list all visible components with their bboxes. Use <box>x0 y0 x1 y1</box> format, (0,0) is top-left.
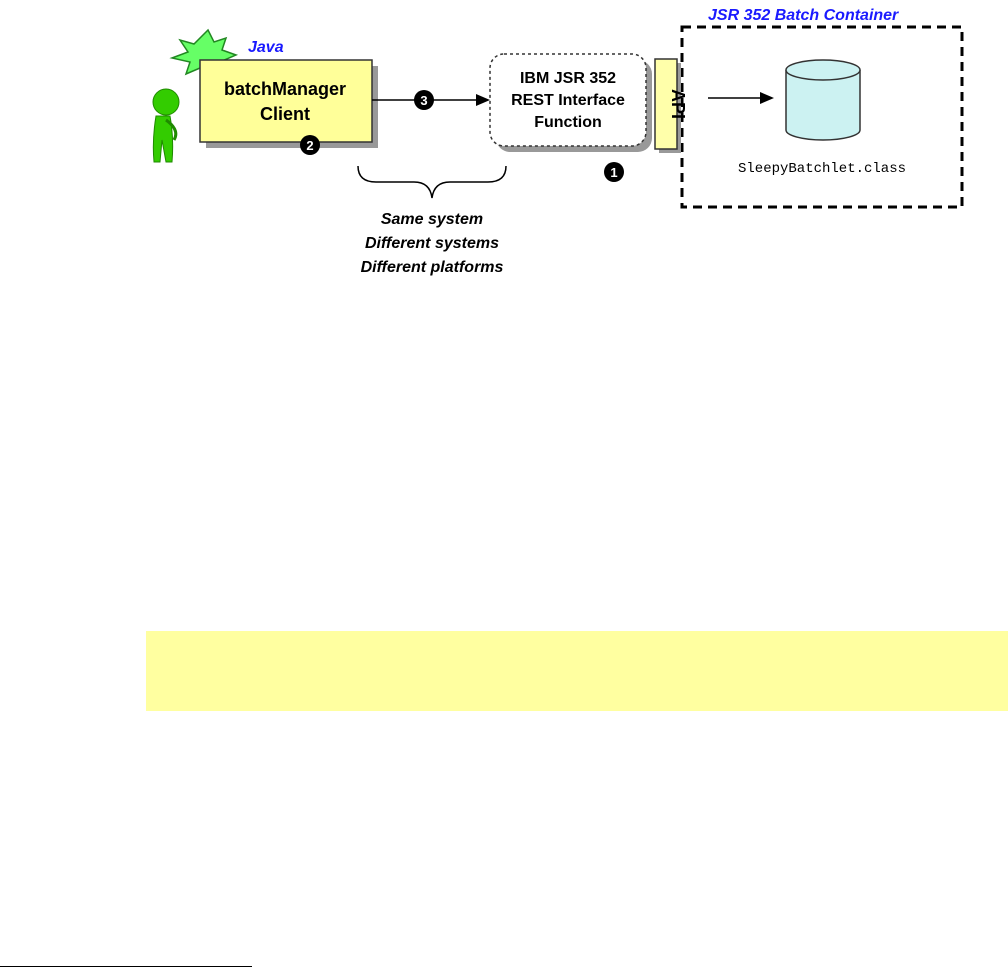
scope-brace <box>357 165 507 199</box>
client-label-line1: batchManager <box>224 79 346 99</box>
rest-label-line3: Function <box>534 114 602 131</box>
step-3-number: 3 <box>420 93 427 108</box>
batchlet-class-label: SleepyBatchlet.class <box>738 161 906 177</box>
step-2-number: 2 <box>306 138 313 153</box>
api-bar <box>654 58 678 150</box>
client-box <box>199 59 373 143</box>
batch-container-title: JSR 352 Batch Container <box>708 7 899 24</box>
java-label: Java <box>248 39 284 56</box>
highlight-band <box>146 631 1008 711</box>
client-to-rest-arrowhead <box>476 94 490 106</box>
rest-label-line2: REST Interface <box>511 92 625 109</box>
user-person-icon <box>152 88 180 163</box>
step-2-badge <box>300 135 320 155</box>
batch-container-boundary <box>680 25 964 209</box>
step-3-badge <box>414 90 434 110</box>
database-cylinder-icon <box>785 59 861 141</box>
note-same-system: Same system <box>381 211 483 228</box>
client-label-line2: Client <box>260 104 310 124</box>
rest-label-line1: IBM JSR 352 <box>520 70 616 87</box>
api-label: API <box>668 89 688 119</box>
step-1-badge <box>604 162 624 182</box>
note-different-platforms: Different platforms <box>361 259 504 276</box>
api-to-database-arrowhead <box>760 92 774 104</box>
note-different-systems: Different systems <box>365 235 499 252</box>
rest-box <box>489 53 647 147</box>
footnote-separator <box>0 966 252 967</box>
step-1-number: 1 <box>610 165 617 180</box>
architecture-diagram: JSR 352 Batch Container Java batchManage… <box>152 7 964 276</box>
